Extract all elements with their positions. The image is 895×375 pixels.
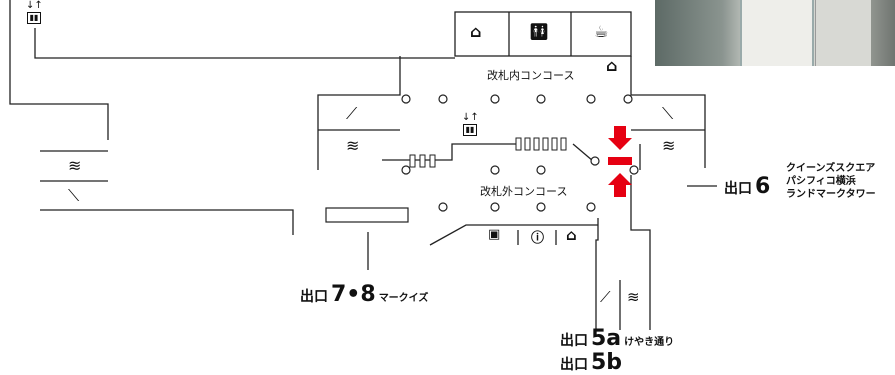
shop-icon: ⌂: [470, 22, 482, 41]
arrow-up-icon: [608, 173, 632, 197]
left-lower-corridor: [40, 209, 294, 235]
outer-left-wall: [595, 218, 599, 330]
arrow-down-icon: [608, 126, 632, 150]
escalator-icon: ≋: [662, 136, 676, 155]
outer-right-wall: [630, 175, 651, 330]
inner-concourse-right: [630, 56, 706, 162]
inner-concourse-left: [317, 56, 401, 162]
coffee-icon: ☕︎: [594, 22, 609, 41]
current-location-marker: [608, 157, 632, 165]
elevator-icon: ↓↑▮▮: [26, 0, 43, 24]
restroom-icon: 🚻︎: [529, 22, 550, 41]
ticket-gates: [409, 137, 567, 168]
left-corridor-outline: [9, 0, 109, 140]
shop-icon: ⌂: [566, 226, 577, 244]
stairs-icon: ⟍: [662, 104, 674, 123]
escalator-icon: ≋: [627, 288, 640, 306]
station-photo: [655, 0, 895, 66]
inside-concourse-label: 改札内コンコース: [487, 69, 575, 82]
exit-6-destinations: クイーンズスクエア パシフィコ横浜 ランドマークタワー: [786, 163, 876, 200]
outside-concourse-label: 改札外コンコース: [480, 185, 568, 198]
upper-corridor-line: [34, 28, 455, 59]
escalator-icon: ≋: [68, 156, 82, 175]
ticket-machine-icon: ▣: [488, 227, 501, 242]
stairs-icon: ⟍: [68, 186, 80, 205]
stairs-icon: ⟋: [346, 104, 358, 123]
shop-icon: ⌂: [606, 56, 618, 75]
column-markers: [401, 94, 639, 212]
photo-door: [740, 0, 814, 66]
elevator-icon: ↓↑▮▮: [462, 112, 479, 136]
ticket-gate-line: [382, 143, 520, 161]
photo-panel: [815, 0, 871, 66]
shop-row-line: [429, 224, 598, 246]
stairs-icon: ⟋: [600, 288, 611, 306]
escalator-icon: ≋: [346, 136, 360, 155]
info-desk-icon: ⓘ: [531, 231, 545, 246]
facility-box-outline: [454, 11, 632, 57]
exit-78-passage: [325, 207, 409, 223]
